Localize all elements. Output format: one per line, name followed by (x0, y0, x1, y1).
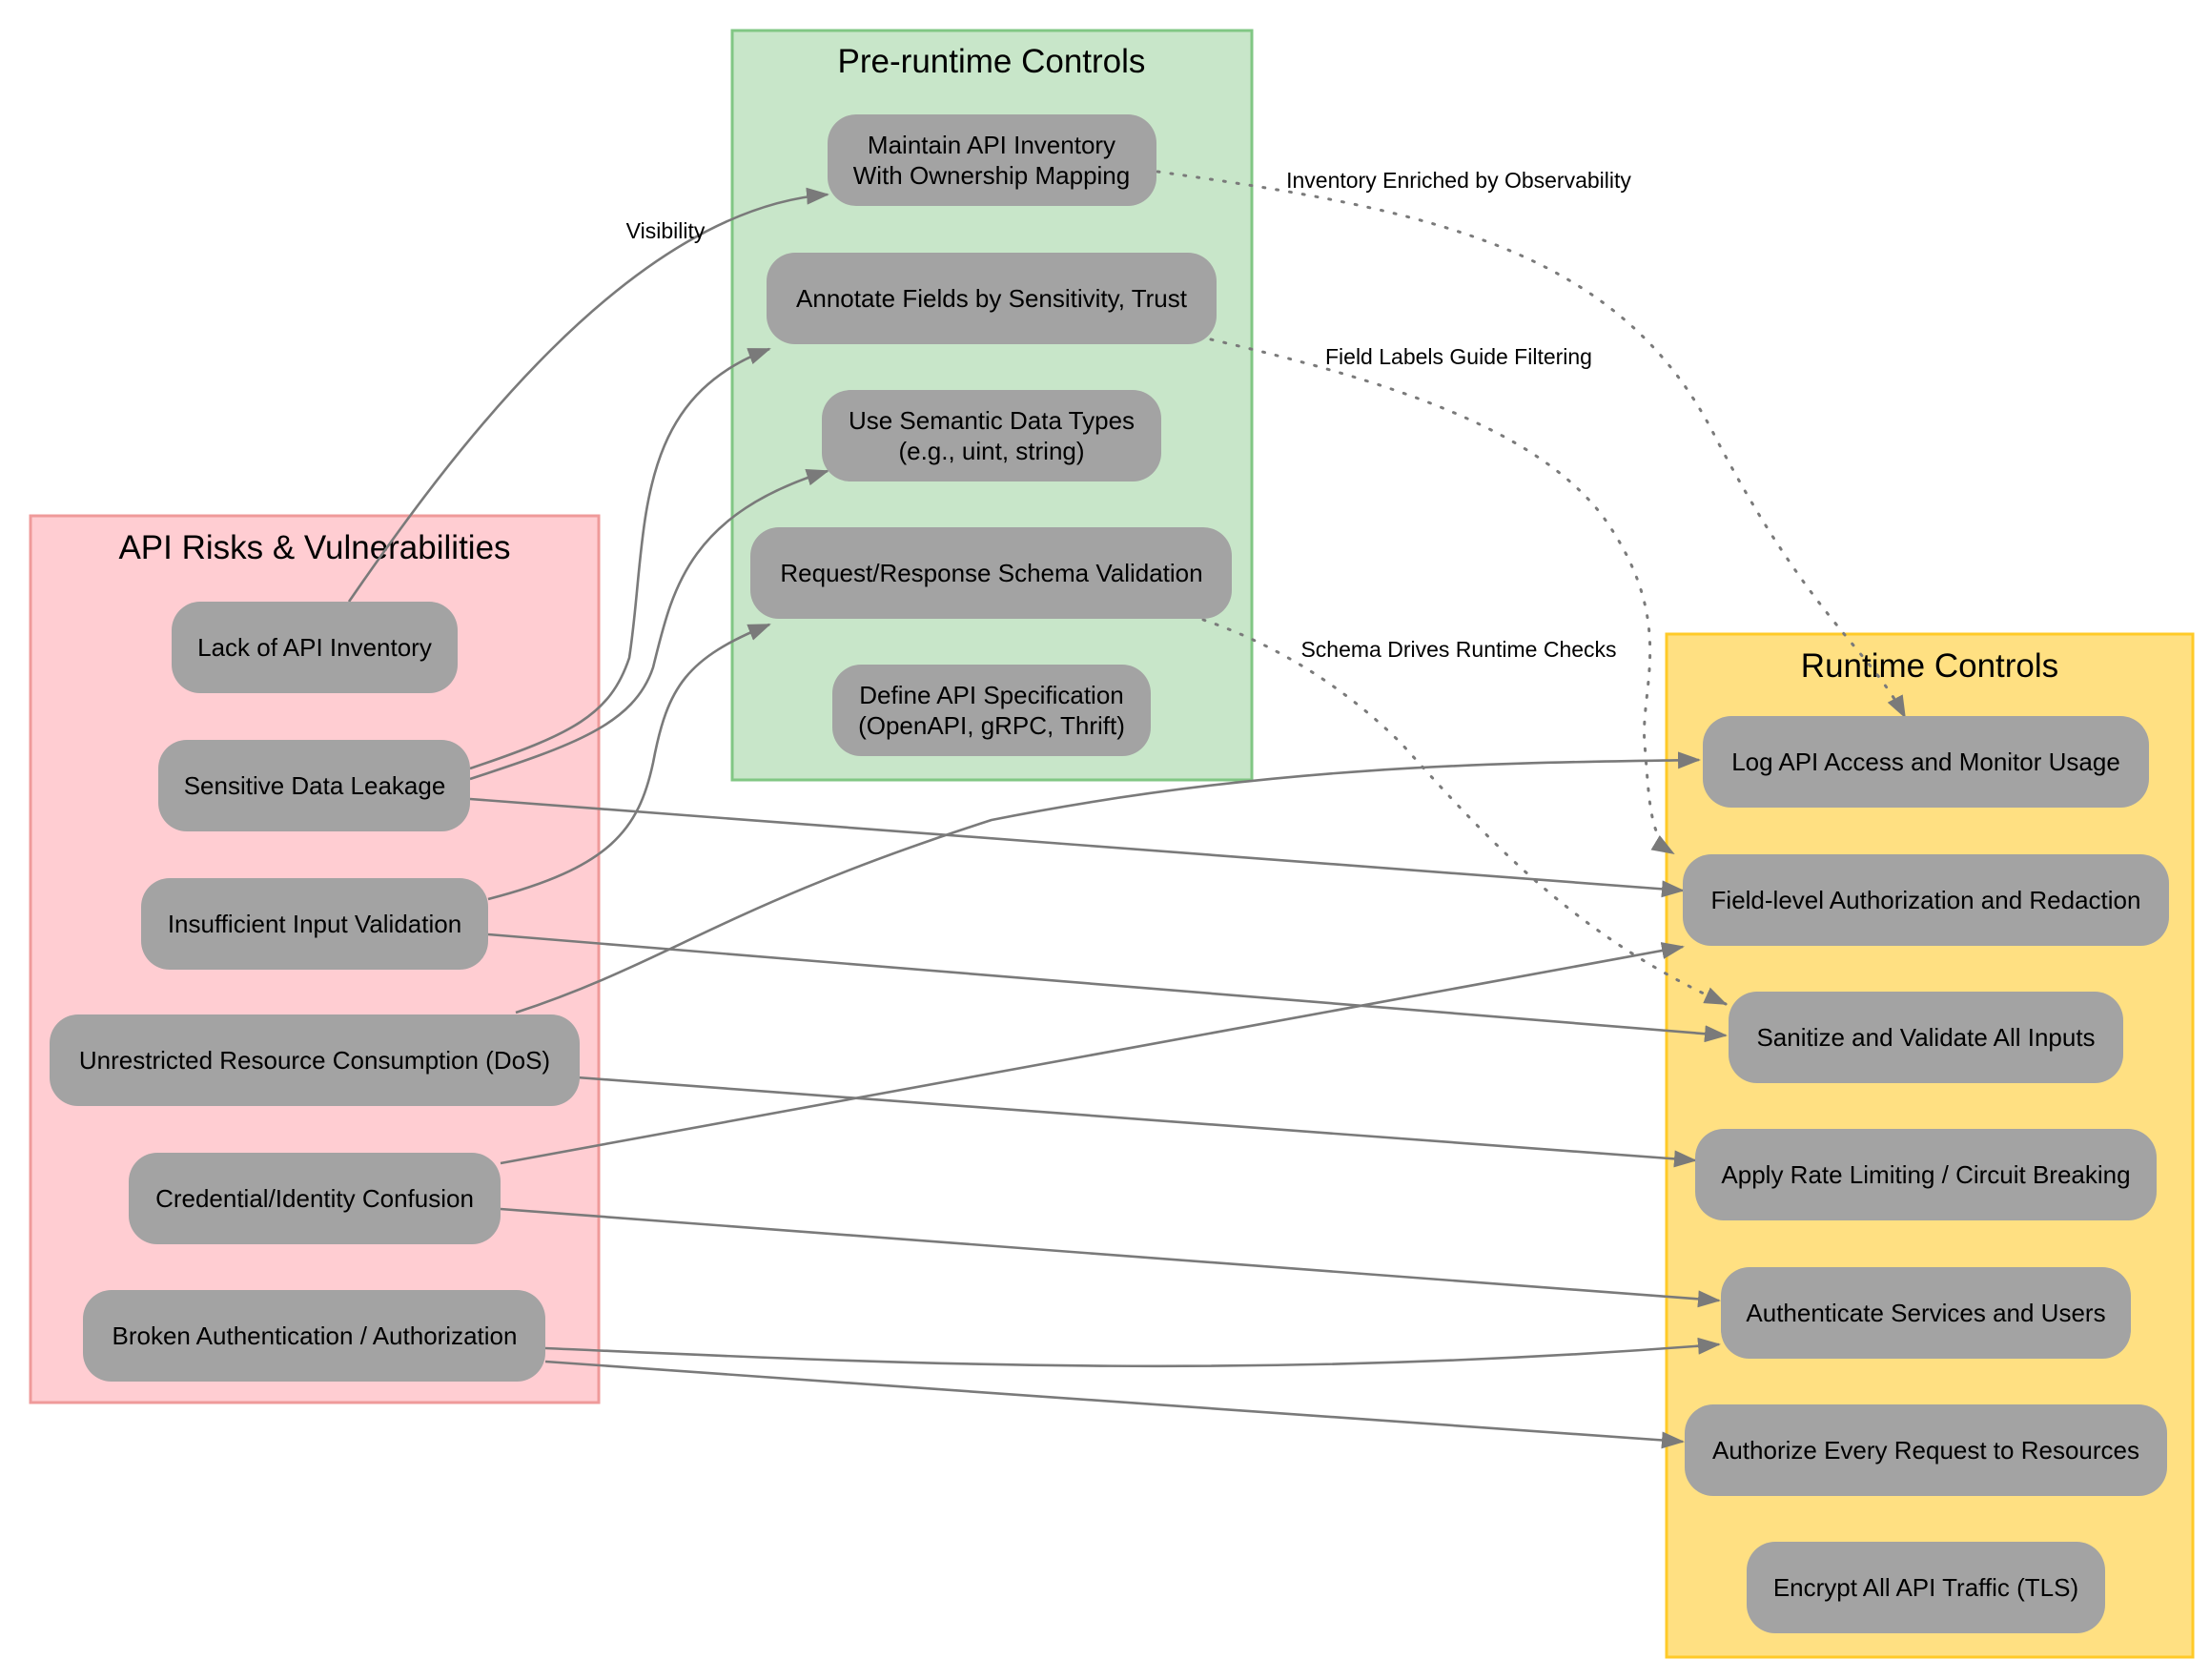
node-encrypt-traffic: Encrypt All API Traffic (TLS) (1747, 1542, 2105, 1633)
edge-annotate-fields-to-field-auth (1209, 338, 1675, 855)
node-label: Sensitive Data Leakage (184, 771, 446, 800)
edge-broken-auth-to-authorize (544, 1360, 1685, 1449)
node-log-api-access: Log API Access and Monitor Usage (1703, 716, 2149, 808)
node-label: Encrypt All API Traffic (TLS) (1773, 1573, 2078, 1602)
node-insufficient-input-validation: Insufficient Input Validation (141, 878, 488, 970)
cluster-pre-runtime-title: Pre-runtime Controls (838, 43, 1146, 80)
node-label-line2: With Ownership Mapping (853, 161, 1130, 190)
edge-data-leakage-to-field-auth (469, 797, 1685, 898)
node-label: Broken Authentication / Authorization (113, 1321, 518, 1350)
node-maintain-api-inventory: Maintain API Inventory With Ownership Ma… (828, 114, 1156, 206)
node-label: Authorize Every Request to Resources (1712, 1436, 2139, 1465)
node-label: Apply Rate Limiting / Circuit Breaking (1721, 1160, 2130, 1189)
node-label: Authenticate Services and Users (1746, 1299, 2105, 1327)
node-label-line1: Maintain API Inventory (868, 131, 1115, 159)
edge-labels: Visibility Inventory Enriched by Observa… (626, 168, 1632, 662)
edge-resource-consumption-to-log-access (515, 751, 1701, 1014)
node-rate-limiting: Apply Rate Limiting / Circuit Breaking (1695, 1129, 2157, 1220)
node-label: Request/Response Schema Validation (780, 559, 1202, 587)
node-sanitize-inputs: Sanitize and Validate All Inputs (1729, 992, 2123, 1083)
node-label-line2: (OpenAPI, gRPC, Thrift) (858, 711, 1125, 740)
node-authenticate-services: Authenticate Services and Users (1721, 1267, 2131, 1359)
node-sensitive-data-leakage: Sensitive Data Leakage (158, 740, 470, 831)
node-label-line1: Define API Specification (859, 681, 1124, 709)
edge-schema-validation-to-sanitize-inputs (1201, 618, 1728, 1006)
node-annotate-fields: Annotate Fields by Sensitivity, Trust (767, 253, 1217, 344)
edge-broken-auth-to-authenticate (544, 1337, 1721, 1368)
node-label-line1: Use Semantic Data Types (849, 406, 1135, 435)
edge-data-leakage-to-semantic-types (469, 468, 829, 781)
node-label: Insufficient Input Validation (168, 910, 461, 938)
edge-label-visibility: Visibility (626, 218, 706, 243)
node-label: Sanitize and Validate All Inputs (1756, 1023, 2095, 1052)
node-schema-validation: Request/Response Schema Validation (750, 527, 1232, 619)
node-label-line2: (e.g., uint, string) (898, 437, 1084, 465)
node-define-api-spec: Define API Specification (OpenAPI, gRPC,… (832, 665, 1151, 756)
edge-resource-consumption-to-rate-limiting (576, 1076, 1697, 1168)
cluster-api-risks-title: API Risks & Vulnerabilities (118, 529, 510, 566)
node-label: Field-level Authorization and Redaction (1711, 886, 2141, 914)
node-lack-of-api-inventory: Lack of API Inventory (172, 602, 458, 693)
edge-label-schema-drives: Schema Drives Runtime Checks (1300, 637, 1616, 662)
node-label: Lack of API Inventory (197, 633, 432, 662)
edge-label-inventory-enriched: Inventory Enriched by Observability (1286, 168, 1631, 193)
edge-lack-inventory-to-maintain-inventory (347, 187, 829, 603)
edge-data-leakage-to-annotate-fields (469, 347, 771, 770)
node-credential-identity-confusion: Credential/Identity Confusion (129, 1153, 501, 1244)
node-unrestricted-resource-consumption: Unrestricted Resource Consumption (DoS) (50, 1014, 580, 1106)
node-label: Log API Access and Monitor Usage (1731, 748, 2120, 776)
cluster-runtime-title: Runtime Controls (1801, 647, 2058, 685)
node-field-level-authorization: Field-level Authorization and Redaction (1683, 854, 2169, 946)
edge-credential-confusion-to-field-auth (500, 942, 1685, 1165)
node-label: Annotate Fields by Sensitivity, Trust (796, 284, 1188, 313)
edge-input-validation-to-sanitize-inputs (487, 932, 1728, 1043)
edge-credential-confusion-to-authenticate (500, 1207, 1721, 1308)
edge-input-validation-to-schema-validation (487, 623, 771, 901)
node-label: Credential/Identity Confusion (155, 1184, 474, 1213)
node-semantic-data-types: Use Semantic Data Types (e.g., uint, str… (822, 390, 1161, 481)
node-authorize-every-request: Authorize Every Request to Resources (1685, 1404, 2167, 1496)
node-label: Unrestricted Resource Consumption (DoS) (79, 1046, 550, 1075)
edge-maintain-inventory-to-log-access (1156, 170, 1907, 719)
node-broken-authentication: Broken Authentication / Authorization (83, 1290, 545, 1382)
edge-label-field-labels: Field Labels Guide Filtering (1325, 344, 1592, 369)
edges (347, 170, 1907, 1449)
